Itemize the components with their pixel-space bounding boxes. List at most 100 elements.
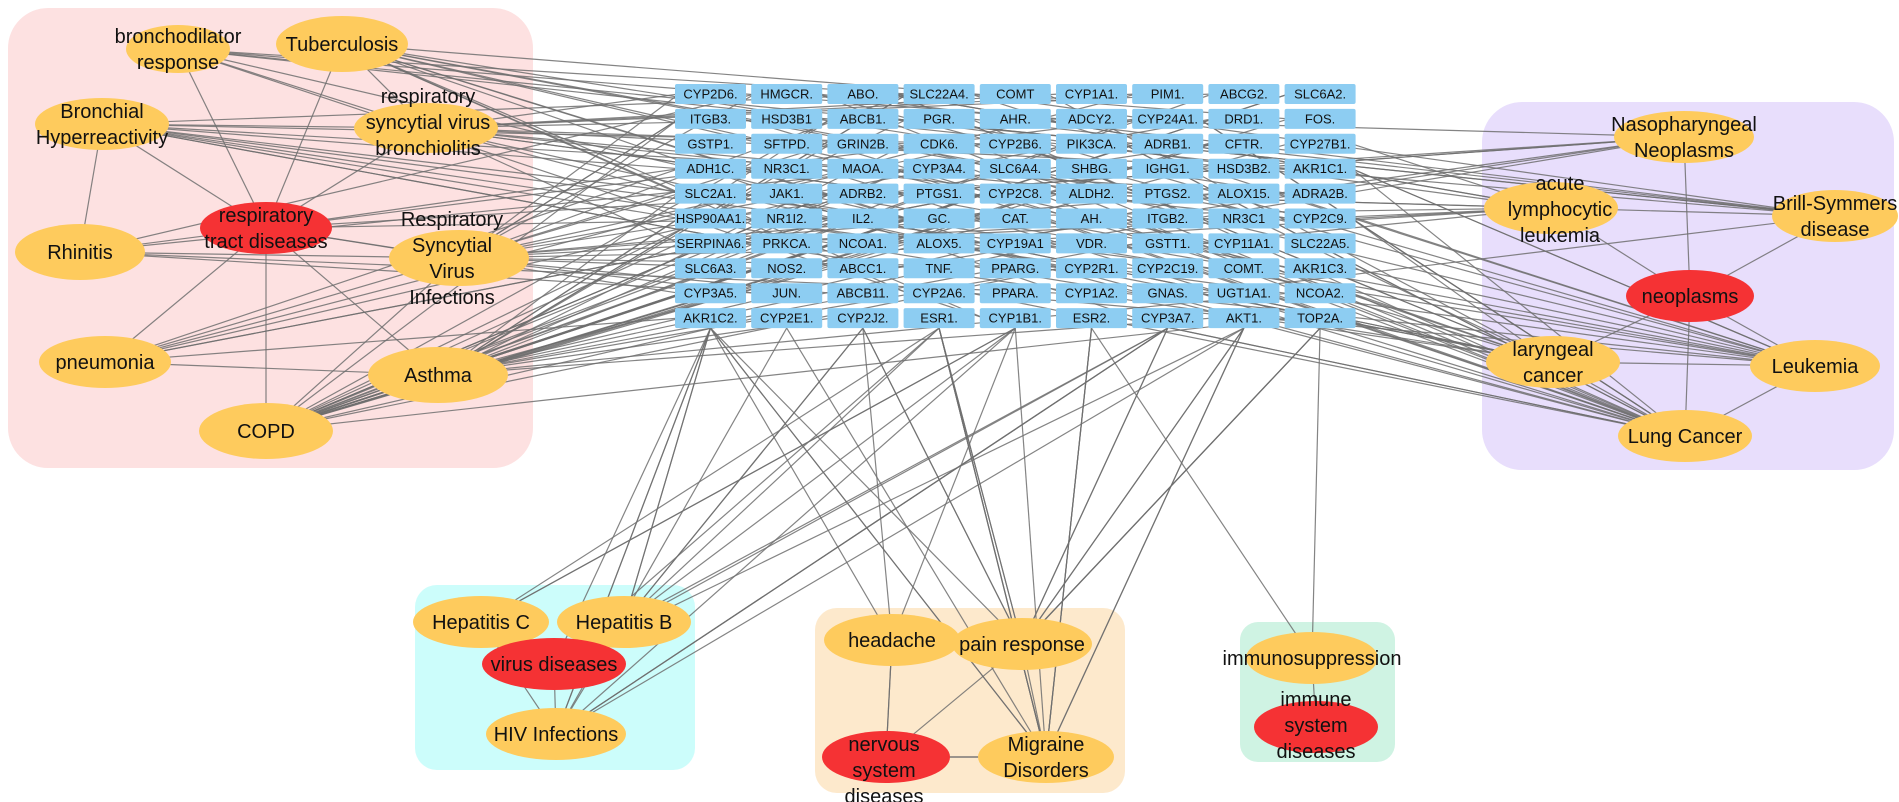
disease-node-hepatitis-c[interactable]: Hepatitis C: [413, 596, 549, 648]
gene-node[interactable]: ITGB2.: [1132, 208, 1204, 229]
gene-node[interactable]: SERPINA6.: [675, 233, 746, 254]
gene-node[interactable]: ALOX15.: [1208, 183, 1280, 204]
gene-node[interactable]: FOS.: [1284, 108, 1356, 129]
disease-node-headache[interactable]: headache: [824, 614, 960, 666]
gene-node[interactable]: JUN.: [751, 283, 823, 304]
gene-node[interactable]: TNF.: [903, 258, 975, 279]
gene-node[interactable]: SFTPD.: [751, 133, 823, 154]
gene-node[interactable]: SHBG.: [1056, 158, 1127, 179]
gene-node[interactable]: GNAS.: [1132, 283, 1204, 304]
gene-node[interactable]: PTGS2.: [1132, 183, 1204, 204]
gene-node[interactable]: PIM1.: [1132, 84, 1204, 104]
gene-node[interactable]: ESR2.: [1056, 308, 1127, 329]
disease-node-hiv-infections[interactable]: HIV Infections: [486, 708, 626, 760]
gene-node[interactable]: CDK6.: [903, 133, 975, 154]
gene-node[interactable]: ABCB1.: [827, 108, 899, 129]
gene-node[interactable]: CYP2D6.: [675, 84, 746, 104]
gene-node[interactable]: CYP2J2.: [827, 308, 899, 329]
gene-node[interactable]: ABCC1.: [827, 258, 899, 279]
gene-node[interactable]: ADRB1.: [1132, 133, 1204, 154]
gene-node[interactable]: ABO.: [827, 84, 899, 104]
gene-node[interactable]: HMGCR.: [751, 84, 823, 104]
gene-node[interactable]: CYP1A2.: [1056, 283, 1127, 304]
gene-node[interactable]: ABCB11.: [827, 283, 899, 304]
gene-node[interactable]: MAOA.: [827, 158, 899, 179]
gene-node[interactable]: CYP2C8.: [979, 183, 1051, 204]
gene-node[interactable]: CYP27B1.: [1284, 133, 1356, 154]
gene-node[interactable]: CYP11A1.: [1208, 233, 1280, 254]
gene-node[interactable]: DRD1.: [1208, 108, 1280, 129]
disease-node-tuberculosis[interactable]: Tuberculosis: [276, 16, 408, 72]
gene-node[interactable]: GRIN2B.: [827, 133, 899, 154]
disease-node-asthma[interactable]: Asthma: [368, 347, 508, 403]
gene-node[interactable]: HSP90AA1.: [675, 208, 746, 229]
gene-node[interactable]: CYP1A1.: [1056, 84, 1127, 104]
disease-node-pain-response[interactable]: pain response: [952, 618, 1092, 670]
gene-node[interactable]: ALOX5.: [903, 233, 975, 254]
gene-node[interactable]: NOS2.: [751, 258, 823, 279]
gene-node[interactable]: CYP2A6.: [903, 283, 975, 304]
gene-node[interactable]: NR3C1: [1208, 208, 1280, 229]
gene-node[interactable]: ITGB3.: [675, 108, 746, 129]
category-node-virus-diseases[interactable]: virus diseases: [482, 638, 626, 690]
disease-node-leukemia[interactable]: Leukemia: [1750, 340, 1880, 392]
gene-node[interactable]: CYP3A4.: [903, 158, 975, 179]
gene-node[interactable]: IGHG1.: [1132, 158, 1204, 179]
gene-node[interactable]: GSTT1.: [1132, 233, 1204, 254]
gene-node[interactable]: CFTR.: [1208, 133, 1280, 154]
gene-node[interactable]: COMT.: [1208, 258, 1280, 279]
gene-node[interactable]: COMT: [979, 84, 1051, 104]
gene-node[interactable]: SLC22A5.: [1284, 233, 1356, 254]
gene-node[interactable]: CYP2R1.: [1056, 258, 1127, 279]
gene-node[interactable]: ADRB2.: [827, 183, 899, 204]
gene-node[interactable]: CAT.: [979, 208, 1051, 229]
gene-node[interactable]: PIK3CA.: [1056, 133, 1127, 154]
gene-node[interactable]: VDR.: [1056, 233, 1127, 254]
gene-node[interactable]: PGR.: [903, 108, 975, 129]
disease-node-rhinitis[interactable]: Rhinitis: [15, 224, 145, 280]
gene-node[interactable]: SLC6A4.: [979, 158, 1051, 179]
gene-node[interactable]: CYP19A1: [979, 233, 1051, 254]
gene-node[interactable]: ABCG2.: [1208, 84, 1280, 104]
gene-node[interactable]: HSD3B2.: [1208, 158, 1280, 179]
gene-node[interactable]: NR3C1.: [751, 158, 823, 179]
gene-node[interactable]: PRKCA.: [751, 233, 823, 254]
gene-node[interactable]: ESR1.: [903, 308, 975, 329]
gene-node[interactable]: GC.: [903, 208, 975, 229]
gene-node[interactable]: TOP2A.: [1284, 308, 1356, 329]
gene-node[interactable]: CYP1B1.: [979, 308, 1051, 329]
category-node-neoplasms[interactable]: neoplasms: [1626, 270, 1754, 322]
gene-node[interactable]: IL2.: [827, 208, 899, 229]
gene-node[interactable]: PTGS1.: [903, 183, 975, 204]
gene-node[interactable]: CYP2E1.: [751, 308, 823, 329]
gene-node[interactable]: AKR1C1.: [1284, 158, 1356, 179]
gene-node[interactable]: UGT1A1.: [1208, 283, 1280, 304]
gene-node[interactable]: NCOA2.: [1284, 283, 1356, 304]
gene-node[interactable]: CYP2C9.: [1284, 208, 1356, 229]
gene-node[interactable]: ADCY2.: [1056, 108, 1127, 129]
gene-node[interactable]: NCOA1.: [827, 233, 899, 254]
disease-node-immunosuppression[interactable]: immunosuppression: [1223, 632, 1402, 684]
gene-node[interactable]: AH.: [1056, 208, 1127, 229]
gene-node[interactable]: CYP3A5.: [675, 283, 746, 304]
gene-node[interactable]: GSTP1.: [675, 133, 746, 154]
gene-node[interactable]: ADRA2B.: [1284, 183, 1356, 204]
gene-node[interactable]: SLC2A1.: [675, 183, 746, 204]
disease-node-pneumonia[interactable]: pneumonia: [39, 336, 171, 388]
disease-node-lung-cancer[interactable]: Lung Cancer: [1618, 410, 1752, 462]
gene-node[interactable]: NR1I2.: [751, 208, 823, 229]
gene-node[interactable]: PPARG.: [979, 258, 1051, 279]
gene-node[interactable]: CYP24A1.: [1132, 108, 1204, 129]
gene-node[interactable]: PPARA.: [979, 283, 1051, 304]
gene-node[interactable]: AKR1C3.: [1284, 258, 1356, 279]
gene-node[interactable]: SLC6A3.: [675, 258, 746, 279]
